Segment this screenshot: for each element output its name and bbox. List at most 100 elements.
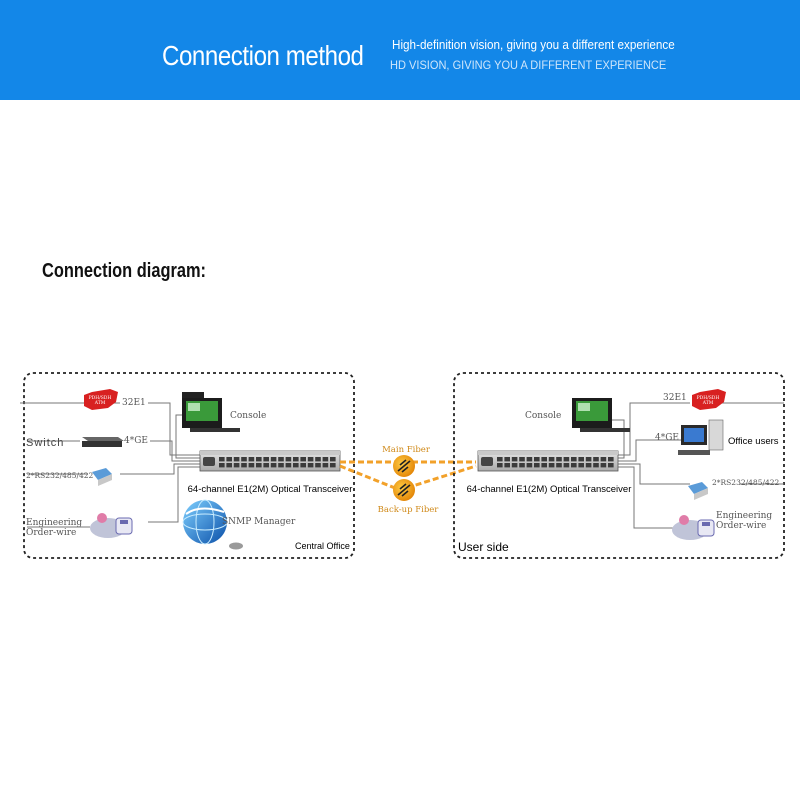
snmp-globe-icon (182, 499, 243, 550)
user-orderwire-label-1: Engineering (716, 511, 772, 521)
snmp-label: SNMP Manager (222, 517, 296, 527)
port (526, 457, 533, 462)
console-icon (182, 392, 240, 432)
section-heading: Connection diagram: (42, 260, 207, 282)
banner-title: Connection method (162, 40, 364, 71)
port (608, 463, 614, 468)
user-e1-label: 32E1 (663, 393, 687, 403)
user-side-box (453, 372, 785, 559)
port (563, 457, 570, 462)
central-device-label: 64-channel E1(2M) Optical Transceiver (188, 484, 353, 495)
user-serial-label: 2*RS232/485/422 (712, 478, 780, 487)
port (285, 463, 292, 468)
port (330, 463, 336, 468)
port (300, 457, 306, 462)
switch-label: Switch (26, 437, 64, 449)
port (600, 463, 607, 468)
pdh-sdh-icon: PDH/SDH ATM (692, 389, 726, 410)
user-console-label: Console (525, 411, 561, 421)
port (278, 457, 284, 462)
port (293, 463, 299, 468)
port (263, 457, 269, 462)
port (556, 457, 562, 462)
port (519, 463, 525, 468)
port (504, 457, 510, 462)
port (578, 463, 584, 468)
port (563, 463, 570, 468)
port (256, 463, 262, 468)
user-ge-label: 4*GE (655, 433, 679, 443)
port (226, 457, 232, 462)
central-e1-label: 32E1 (122, 398, 146, 408)
svg-text:PDH/SDH: PDH/SDH (697, 395, 720, 401)
banner-subtitle-en: HD VISION, GIVING YOU A DIFFERENT EXPERI… (390, 58, 667, 72)
office-computer-icon (678, 419, 724, 455)
office-users-label: Office users (728, 436, 779, 447)
central-connection-lines (20, 402, 200, 528)
port (541, 457, 547, 462)
port (593, 457, 599, 462)
user-orderwire-label-2: Order-wire (716, 521, 766, 531)
port (497, 457, 503, 462)
central-office-box (23, 372, 355, 559)
central-office-label: Central Office (295, 541, 350, 551)
port (248, 457, 255, 462)
port (256, 457, 262, 462)
central-serial-label: 2*RS232/485/422 (26, 471, 94, 480)
port (270, 457, 277, 462)
port (556, 463, 562, 468)
port (534, 463, 540, 468)
port (497, 463, 503, 468)
port (571, 463, 577, 468)
port (593, 463, 599, 468)
port (600, 457, 607, 462)
svg-text:ATM: ATM (94, 400, 106, 406)
port-array (497, 457, 614, 468)
orderwire-phone-icon (672, 515, 715, 540)
port (526, 463, 533, 468)
user-device-label: 64-channel E1(2M) Optical Transceiver (467, 484, 632, 495)
central-orderwire-label-1: Engineering (26, 518, 82, 528)
port (233, 457, 240, 462)
user-side-label: User side (458, 540, 509, 554)
port (585, 463, 592, 468)
port (315, 457, 321, 462)
port (548, 457, 555, 462)
port (307, 457, 314, 462)
port (263, 463, 269, 468)
backup-fiber-label: Back-up Fiber (378, 505, 440, 515)
port (608, 457, 614, 462)
port (233, 463, 240, 468)
port (219, 457, 225, 462)
serial-device-icon (688, 482, 708, 500)
port (330, 457, 336, 462)
port (322, 457, 329, 462)
central-transceiver-device (199, 450, 341, 472)
console-icon (572, 398, 630, 432)
user-connection-lines (600, 402, 784, 529)
port (504, 463, 510, 468)
svg-text:ATM: ATM (702, 400, 714, 406)
port (548, 463, 555, 468)
port (278, 463, 284, 468)
port (285, 457, 292, 462)
port (571, 457, 577, 462)
port (219, 463, 225, 468)
port (307, 463, 314, 468)
port (241, 463, 247, 468)
switch-icon (82, 437, 124, 447)
serial-device-icon (92, 468, 112, 486)
port (541, 463, 547, 468)
port (322, 463, 329, 468)
port (534, 457, 540, 462)
main-fiber-icon (393, 455, 415, 477)
port (248, 463, 255, 468)
port (226, 463, 232, 468)
port (519, 457, 525, 462)
orderwire-phone-icon (90, 513, 133, 538)
pdh-sdh-icon: PDH/SDH ATM (84, 389, 118, 410)
user-transceiver-device (477, 450, 619, 472)
port (511, 463, 518, 468)
central-ge-label: 4*GE (124, 436, 148, 446)
header-banner: Connection method High-definition vision… (0, 0, 800, 100)
